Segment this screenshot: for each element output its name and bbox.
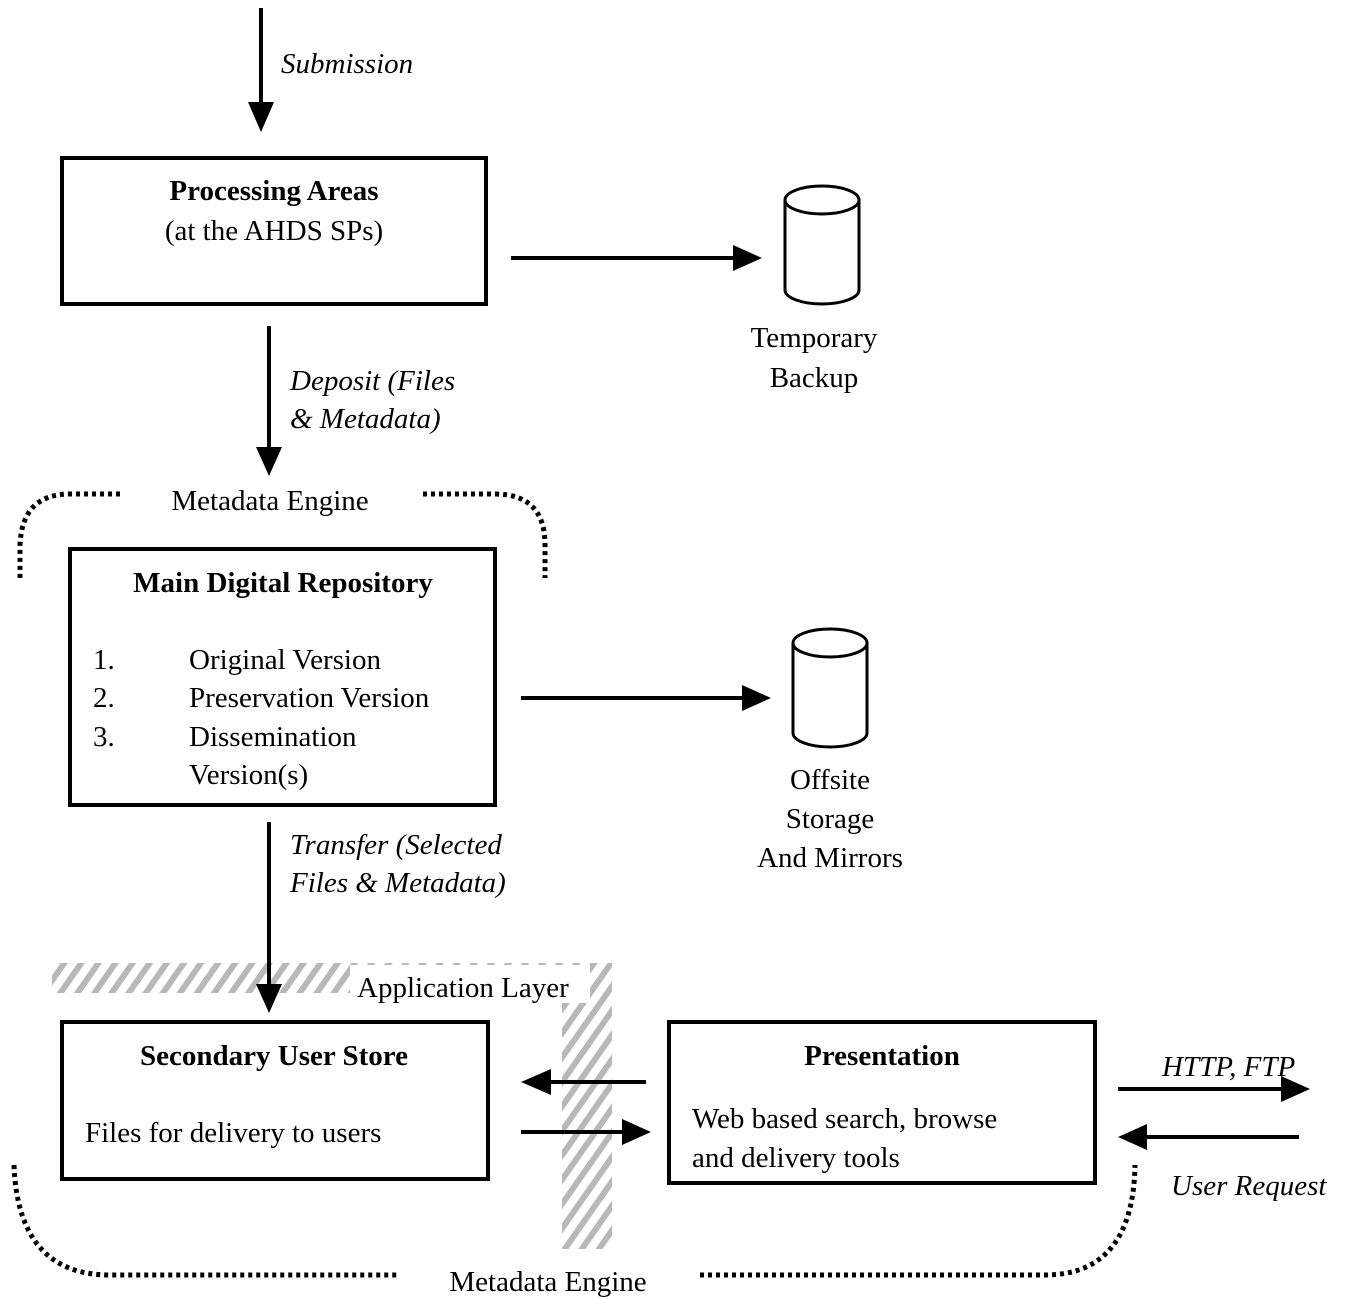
offsite-storage-label-line2: Storage bbox=[786, 803, 875, 835]
presentation-title: Presentation bbox=[804, 1040, 960, 1072]
submission-arrow bbox=[248, 8, 274, 132]
deposit-arrow bbox=[256, 326, 282, 476]
deposit-label-line1: Deposit (Files bbox=[289, 365, 455, 397]
main-repository-title: Main Digital Repository bbox=[133, 567, 433, 599]
user-request-label: User Request bbox=[1171, 1170, 1327, 1202]
presentation-body-line1: Web based search, browse bbox=[692, 1103, 997, 1135]
submission-label: Submission bbox=[281, 48, 413, 80]
transfer-label-line1: Transfer (Selected bbox=[290, 829, 502, 861]
processing-areas-subtitle: (at the AHDS SPs) bbox=[165, 215, 383, 247]
repo-item-2-text: Preservation Version bbox=[189, 682, 430, 714]
repo-item-3-text: Dissemination bbox=[189, 721, 357, 753]
http-ftp-arrow bbox=[1118, 1076, 1310, 1102]
offsite-storage-label-line3: And Mirrors bbox=[757, 842, 903, 874]
user-request-arrow bbox=[1118, 1124, 1299, 1150]
main-repository-box bbox=[68, 547, 497, 807]
offsite-arrow bbox=[521, 685, 771, 711]
metadata-engine-bottom-bracket bbox=[11, 1164, 1138, 1278]
transfer-label-line2: Files & Metadata) bbox=[289, 867, 506, 899]
metadata-engine-top-label: Metadata Engine bbox=[171, 485, 368, 517]
metadata-engine-bottom-label: Metadata Engine bbox=[449, 1266, 646, 1298]
application-layer-band bbox=[52, 963, 612, 1249]
repo-item-1-number: 1. bbox=[93, 644, 115, 676]
secondary-store-body: Files for delivery to users bbox=[85, 1117, 381, 1149]
offsite-storage-label-line1: Offsite bbox=[790, 764, 870, 796]
repo-item-1-text: Original Version bbox=[189, 644, 381, 676]
temporary-backup-label-line2: Backup bbox=[770, 362, 859, 394]
deposit-label-line2: & Metadata) bbox=[290, 403, 441, 435]
secondary-store-box bbox=[60, 1020, 490, 1181]
processing-areas-title: Processing Areas bbox=[169, 175, 378, 207]
metadata-engine-top-bracket bbox=[17, 491, 548, 578]
secondary-store-title: Secondary User Store bbox=[140, 1040, 408, 1072]
presentation-box bbox=[667, 1020, 1097, 1185]
presentation-body-line2: and delivery tools bbox=[692, 1142, 900, 1174]
temporary-backup-cylinder-icon bbox=[783, 184, 861, 306]
repo-item-3-number: 3. bbox=[93, 721, 115, 753]
arrow-to-secondary-store bbox=[521, 1069, 646, 1095]
arrow-to-presentation bbox=[521, 1119, 651, 1145]
processing-areas-box bbox=[60, 156, 488, 306]
application-layer-label: Application Layer bbox=[357, 972, 569, 1004]
repo-item-2-number: 2. bbox=[93, 682, 115, 714]
backup-arrow bbox=[511, 245, 762, 271]
repo-item-3-text-continued: Version(s) bbox=[189, 759, 308, 791]
http-ftp-label: HTTP, FTP bbox=[1161, 1051, 1295, 1083]
offsite-storage-cylinder-icon bbox=[791, 627, 869, 749]
transfer-arrow bbox=[256, 822, 282, 1013]
temporary-backup-label-line1: Temporary bbox=[751, 322, 878, 354]
